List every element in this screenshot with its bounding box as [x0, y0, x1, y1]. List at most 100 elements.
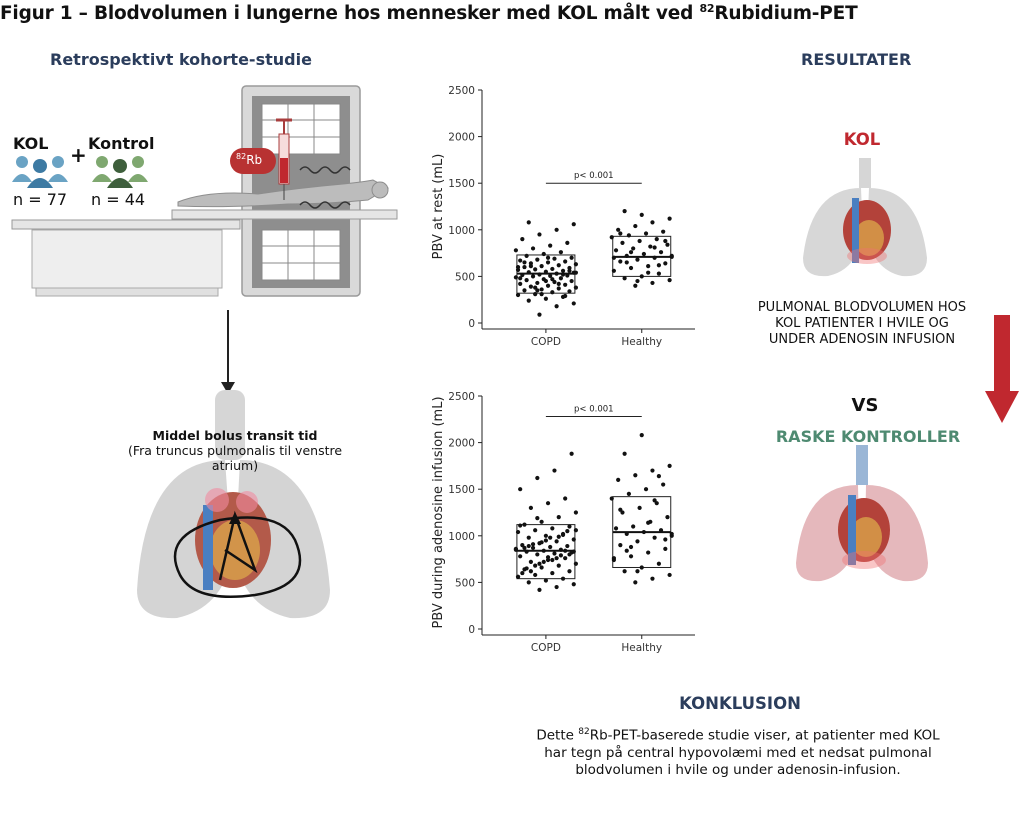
data-point — [556, 515, 561, 520]
data-point — [535, 475, 540, 481]
data-point — [648, 244, 653, 249]
data-point — [622, 569, 627, 574]
data-point — [616, 227, 621, 232]
data-point — [518, 258, 523, 263]
data-point — [515, 292, 521, 298]
kontrol-n: n = 44 — [91, 190, 146, 209]
data-point — [573, 528, 578, 533]
data-point — [563, 259, 568, 264]
data-point — [643, 231, 649, 236]
data-point — [646, 270, 651, 275]
data-point — [654, 237, 659, 242]
data-point — [539, 287, 544, 292]
data-point — [663, 537, 668, 542]
data-point — [548, 544, 553, 550]
data-point — [522, 260, 527, 265]
data-point — [528, 559, 533, 564]
data-point — [545, 255, 551, 260]
data-point — [513, 547, 518, 552]
data-point — [543, 296, 548, 301]
data-point — [652, 498, 657, 503]
data-point — [537, 561, 542, 566]
data-point — [550, 277, 555, 282]
y-tick-label: 500 — [455, 271, 475, 283]
data-point — [552, 551, 557, 556]
data-point — [541, 559, 546, 564]
tracer-badge — [230, 148, 276, 174]
y-tick-label: 0 — [468, 624, 475, 636]
data-point — [533, 563, 538, 568]
data-point — [560, 272, 566, 277]
data-point — [524, 566, 529, 571]
data-point — [548, 243, 553, 248]
title-end: Rubidium-PET — [714, 3, 858, 25]
data-point — [569, 255, 574, 260]
data-point — [646, 264, 651, 269]
data-point — [637, 505, 642, 510]
data-point — [641, 529, 646, 535]
data-point — [571, 222, 576, 227]
data-point — [545, 260, 551, 265]
transit-title: Middel bolus transit tid — [152, 428, 318, 443]
data-point — [530, 542, 536, 547]
data-point — [650, 576, 655, 581]
lung-heart-illustration — [137, 390, 330, 619]
data-point — [658, 250, 664, 255]
data-point — [520, 237, 525, 242]
y-tick-label: 1500 — [448, 178, 475, 190]
data-point — [560, 532, 566, 537]
data-point — [537, 312, 542, 317]
data-point — [656, 271, 661, 276]
y-tick-label: 1000 — [448, 225, 475, 237]
data-point — [526, 270, 531, 275]
data-point — [556, 563, 561, 568]
data-point — [635, 257, 640, 262]
data-point — [535, 257, 540, 262]
data-point — [661, 482, 666, 487]
data-point — [558, 276, 563, 281]
kol-heading: KOL — [843, 130, 881, 149]
data-point — [624, 253, 629, 258]
data-point — [618, 231, 623, 236]
y-tick-label: 1000 — [448, 531, 475, 543]
data-point — [567, 569, 572, 574]
data-point — [569, 278, 574, 284]
data-point — [633, 223, 638, 229]
data-point — [573, 561, 578, 566]
p-value-annotation: p< 0.001 — [574, 405, 614, 415]
data-point — [624, 260, 629, 265]
data-point — [635, 539, 640, 544]
data-point — [545, 555, 551, 560]
data-point — [631, 524, 636, 529]
data-point — [611, 268, 616, 273]
data-point — [618, 543, 623, 548]
data-point — [573, 285, 578, 290]
data-point — [526, 298, 531, 303]
data-point — [622, 276, 627, 281]
data-point — [513, 248, 518, 253]
x-tick-label: COPD — [531, 642, 561, 654]
y-tick-label: 1500 — [448, 484, 475, 496]
results-heading: RESULTATER — [801, 50, 912, 69]
kol-people-icon — [12, 156, 68, 188]
data-point — [535, 515, 540, 521]
data-point — [633, 580, 638, 585]
data-point — [560, 576, 566, 581]
data-point — [667, 216, 672, 221]
data-point — [626, 233, 631, 238]
data-point — [573, 270, 578, 275]
data-point — [528, 569, 533, 574]
data-point — [631, 246, 636, 251]
data-point — [571, 582, 576, 587]
data-point — [663, 546, 668, 551]
conclusion-text: Dette 82Rb-PET-baserede studie viser, at… — [536, 727, 940, 778]
data-point — [560, 268, 566, 273]
data-point — [565, 273, 570, 278]
page-title: Figur 1 – Blodvolumen i lungerne hos men… — [0, 2, 858, 25]
data-point — [669, 531, 674, 537]
data-point — [528, 264, 533, 269]
kontrol-group-label: Kontrol — [88, 134, 155, 153]
data-point — [548, 273, 553, 279]
